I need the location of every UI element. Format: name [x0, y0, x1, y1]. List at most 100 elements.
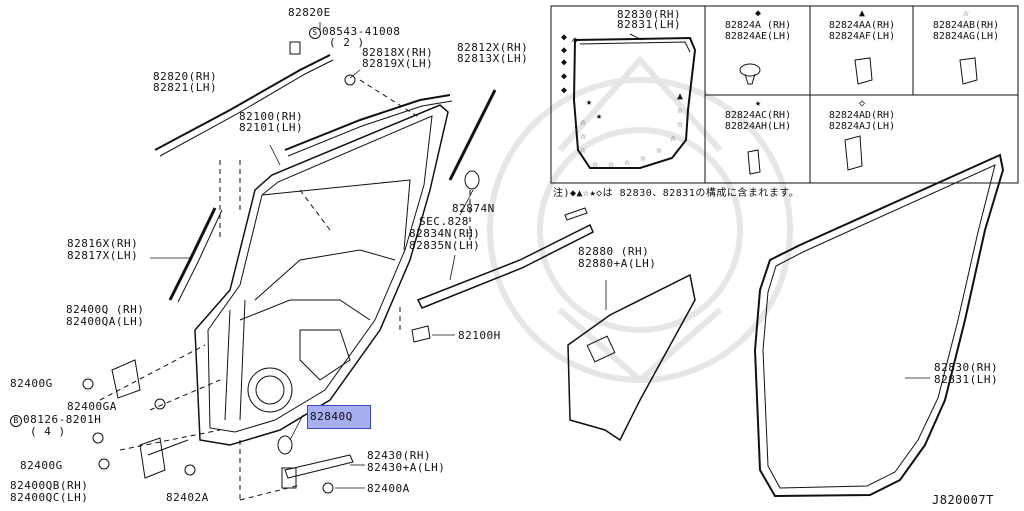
label-82818X: 82818X(RH) [362, 46, 434, 59]
star-outline-symbol: ☆ [656, 145, 663, 156]
clip-cell-1-lh: 82824AE(LH) [724, 31, 792, 42]
label-82400G-upper: 82400G [10, 377, 53, 390]
label-82402A: 82402A [166, 491, 209, 504]
door-shell [194, 104, 449, 446]
part-82880 [567, 273, 696, 442]
inset-title-rh: 82830(RH) [617, 8, 682, 21]
label-82834N: 82834N(RH) [409, 227, 481, 240]
label-82820E: 82820E [288, 6, 331, 19]
clip-82824AB-icon [959, 57, 978, 85]
part-82400QB [139, 437, 166, 479]
clip-cell-3-lh: 82824AG(LH) [932, 31, 1000, 42]
part-82816X [168, 207, 217, 301]
label-82819X: 82819X(LH) [362, 57, 434, 70]
part-82400Q [111, 359, 141, 399]
highlighted-part-82840Q[interactable]: 82840Q [307, 405, 371, 429]
open-diamond-symbol: ◇ [572, 35, 579, 46]
b-bolt-icon: B [10, 415, 22, 427]
star-solid-symbol: ★ [586, 97, 593, 108]
watermark-logo [487, 55, 793, 384]
s-bolt-icon: S [309, 27, 321, 39]
part-82818X [284, 94, 451, 151]
clip-cell-2-lh: 82824AF(LH) [828, 31, 896, 42]
label-08126-qty: ( 4 ) [30, 425, 66, 438]
label-82880A: 82880+A(LH) [578, 257, 657, 270]
inset-weatherstrip [572, 36, 697, 169]
label-82821: 82821(LH) [153, 81, 218, 94]
label-82835N: 82835N(LH) [409, 239, 481, 252]
label-82430A: 82430+A(LH) [367, 461, 446, 474]
label-82400QA: 82400QA(LH) [66, 315, 145, 328]
label-sec828: SEC.828 [419, 215, 469, 228]
part-82820 [154, 54, 331, 151]
star-outline-symbol: ☆ [677, 119, 684, 130]
inset-title-lh: 82831(LH) [617, 18, 682, 31]
clip-cell-5-rh: 82824AD(RH) [828, 110, 896, 121]
part-82830 [753, 153, 1005, 498]
clip-cell-4-rh: 82824AC(RH) [724, 110, 792, 121]
label-08543-qty: ( 2 ) [329, 36, 365, 49]
clip-cell-2-rh: 82824AA(RH) [828, 20, 896, 31]
part-82840Q [277, 435, 293, 455]
star-outline-symbol: ☆ [640, 153, 647, 164]
clip-cell-5-lh: 82824AJ(LH) [828, 121, 896, 132]
star-outline-symbol: ☆ [608, 159, 615, 170]
clip-cell-1-symbol: ◆ [754, 8, 762, 19]
clip-cell-4-lh: 82824AH(LH) [724, 121, 792, 132]
label-82400A: 82400A [367, 482, 410, 495]
part-82812X [448, 89, 497, 181]
label-82100H: 82100H [458, 329, 501, 342]
star-outline-symbol: ☆ [580, 145, 587, 156]
label-08126-text: 08126-8201H [23, 413, 102, 426]
label-82831: 82831(LH) [934, 373, 999, 386]
label-82812X: 82812X(RH) [457, 41, 529, 54]
label-82817X: 82817X(LH) [67, 249, 139, 262]
clip-cell-3-rh: 82824AB(RH) [932, 20, 1000, 31]
diamond-symbol: ◆ [561, 45, 568, 56]
label-82400Q: 82400Q (RH) [66, 303, 145, 316]
star-outline-symbol: ☆ [580, 131, 587, 142]
clip-82824AD-icon [844, 135, 863, 171]
label-82400G-lower: 82400G [20, 459, 63, 472]
clip-82824AC-icon [747, 149, 761, 175]
label-82820: 82820(RH) [153, 70, 218, 83]
diamond-symbol: ◆ [561, 57, 568, 68]
clip-cell-3-symbol: ☆ [962, 8, 970, 19]
label-82816X: 82816X(RH) [67, 237, 139, 250]
diamond-symbol: ◆ [561, 71, 568, 82]
label-08543-text: 08543-41008 [322, 25, 401, 38]
star-outline-symbol: ☆ [592, 159, 599, 170]
part-82874N [464, 170, 480, 190]
clip-cell-1-rh: 82824A (RH) [724, 20, 792, 31]
diamond-symbol: ◆ [561, 85, 568, 96]
label-82400GA: 82400GA [67, 400, 117, 413]
star-outline-symbol: ☆ [624, 157, 631, 168]
label-82100: 82100(RH) [239, 110, 304, 123]
clip-cell-5-symbol: ◇ [858, 98, 866, 109]
label-82813X: 82813X(LH) [457, 52, 529, 65]
label-82101: 82101(LH) [239, 121, 304, 134]
triangle-symbol: ▲ [677, 91, 684, 102]
star-solid-symbol: ★ [596, 111, 603, 122]
part-82100H [411, 325, 431, 343]
star-outline-symbol: ☆ [670, 133, 677, 144]
clip-cell-4-symbol: ★ [754, 98, 762, 109]
clip-82824AA-icon [854, 57, 873, 85]
highlighted-part-label: 82840Q [310, 410, 353, 423]
label-82400QC: 82400QC(LH) [10, 491, 89, 504]
label-82874N: 82874N [452, 202, 495, 215]
diagram-code: J820007T [932, 493, 994, 507]
star-outline-symbol: ☆ [580, 117, 587, 128]
inset-note: 注)◆▲☆★◇は 82830、82831の構成に含まれます。 [553, 188, 800, 199]
label-82880: 82880 (RH) [578, 245, 650, 258]
label-82400QB: 82400QB(RH) [10, 479, 89, 492]
clip-cell-2-symbol: ▲ [858, 8, 866, 19]
part-82834N [416, 223, 594, 309]
label-82830: 82830(RH) [934, 361, 999, 374]
part-82430 [284, 454, 354, 479]
